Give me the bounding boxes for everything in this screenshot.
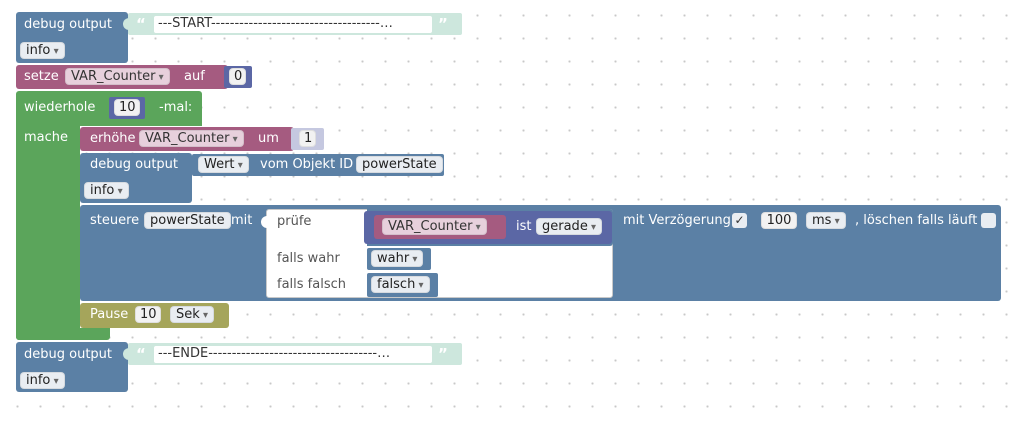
control-object-field[interactable]: powerState (144, 212, 231, 229)
increment-block[interactable]: erhöhe VAR_Counter um (80, 127, 294, 151)
repeat-label: wiederhole (24, 100, 96, 115)
to-label: auf (184, 69, 205, 84)
quote-open-icon: “ (136, 15, 146, 33)
variable-dropdown[interactable]: VAR_Counter (139, 130, 244, 147)
true-value-block[interactable]: wahr (367, 248, 431, 270)
text-block-start[interactable]: “ ---START------------------------------… (123, 13, 462, 35)
false-value-dropdown[interactable]: falsch (371, 276, 430, 293)
pause-label: Pause (90, 307, 129, 322)
if-false-label: falls falsch (277, 277, 346, 292)
with-label: mit (231, 213, 253, 228)
text-input-start[interactable]: ---START--------------------------------… (154, 16, 432, 33)
by-label: um (258, 131, 279, 146)
from-object-label: vom Objekt ID (260, 157, 354, 172)
repeat-footer (16, 328, 110, 340)
is-label: ist (516, 219, 532, 234)
number-input[interactable]: 0 (229, 68, 246, 85)
set-label: setze (24, 69, 59, 84)
object-id-field[interactable]: powerState (356, 156, 443, 173)
number-block-zero[interactable]: 0 (224, 66, 252, 88)
repeat-count-block[interactable]: 10 (109, 97, 145, 119)
if-true-label: falls wahr (277, 251, 340, 266)
text-input-end[interactable]: ---ENDE---------------------------------… (154, 346, 432, 363)
debug-output-label: debug output (24, 17, 113, 32)
true-value-dropdown[interactable]: wahr (371, 250, 424, 267)
attribute-dropdown[interactable]: Wert (198, 156, 249, 173)
set-variable-block[interactable]: setze VAR_Counter auf (16, 65, 228, 89)
delay-unit-dropdown[interactable]: ms (806, 212, 846, 229)
get-object-value-block[interactable]: Wert vom Objekt ID powerState (192, 154, 444, 176)
quote-open-icon: “ (136, 345, 146, 363)
log-level-dropdown[interactable]: info (84, 182, 129, 199)
quote-close-icon: ” (438, 15, 448, 33)
input-notch (123, 348, 129, 360)
log-level-dropdown[interactable]: info (20, 372, 65, 389)
repeat-count-input[interactable]: 10 (114, 99, 140, 116)
variable-get-block[interactable]: VAR_Counter (374, 215, 506, 239)
clear-running-label: , löschen falls läuft (855, 213, 978, 228)
input-notch (261, 216, 267, 228)
delay-checkbox[interactable]: ✓ (732, 213, 747, 228)
variable-dropdown[interactable]: VAR_Counter (65, 68, 170, 85)
debug-output-end-block[interactable]: debug output info (16, 342, 128, 392)
number-is-block[interactable]: VAR_Counter ist gerade (364, 211, 612, 244)
text-block-end[interactable]: “ ---ENDE-------------------------------… (123, 343, 462, 365)
pause-block[interactable]: Pause 10 Sek (80, 303, 229, 328)
input-notch (123, 18, 129, 30)
repeat-suffix-label: -mal: (159, 100, 193, 115)
check-label: prüfe (277, 214, 312, 229)
number-block-one[interactable]: 1 (291, 128, 324, 150)
debug-output-label: debug output (24, 347, 113, 362)
do-label: mache (24, 130, 69, 145)
clear-running-checkbox[interactable] (981, 213, 996, 228)
log-level-dropdown[interactable]: info (20, 42, 65, 59)
quote-close-icon: ” (438, 345, 448, 363)
pause-unit-dropdown[interactable]: Sek (170, 306, 214, 323)
condition-dropdown[interactable]: gerade (536, 218, 603, 235)
false-value-block[interactable]: falsch (367, 273, 438, 297)
pause-input[interactable]: 10 (135, 306, 161, 323)
delay-input[interactable]: 100 (761, 212, 797, 229)
debug-output-value-block[interactable]: debug output info (80, 153, 192, 203)
debug-output-label: debug output (90, 157, 179, 172)
delay-label: mit Verzögerung (623, 213, 731, 228)
increment-input[interactable]: 1 (299, 130, 316, 147)
variable-dropdown[interactable]: VAR_Counter (382, 218, 487, 235)
repeat-arm: mache (16, 126, 80, 340)
repeat-block[interactable]: wiederhole -mal: (16, 91, 202, 126)
debug-output-start-block[interactable]: debug output info (16, 12, 128, 63)
control-label: steuere (90, 213, 140, 228)
increment-label: erhöhe (90, 131, 136, 146)
